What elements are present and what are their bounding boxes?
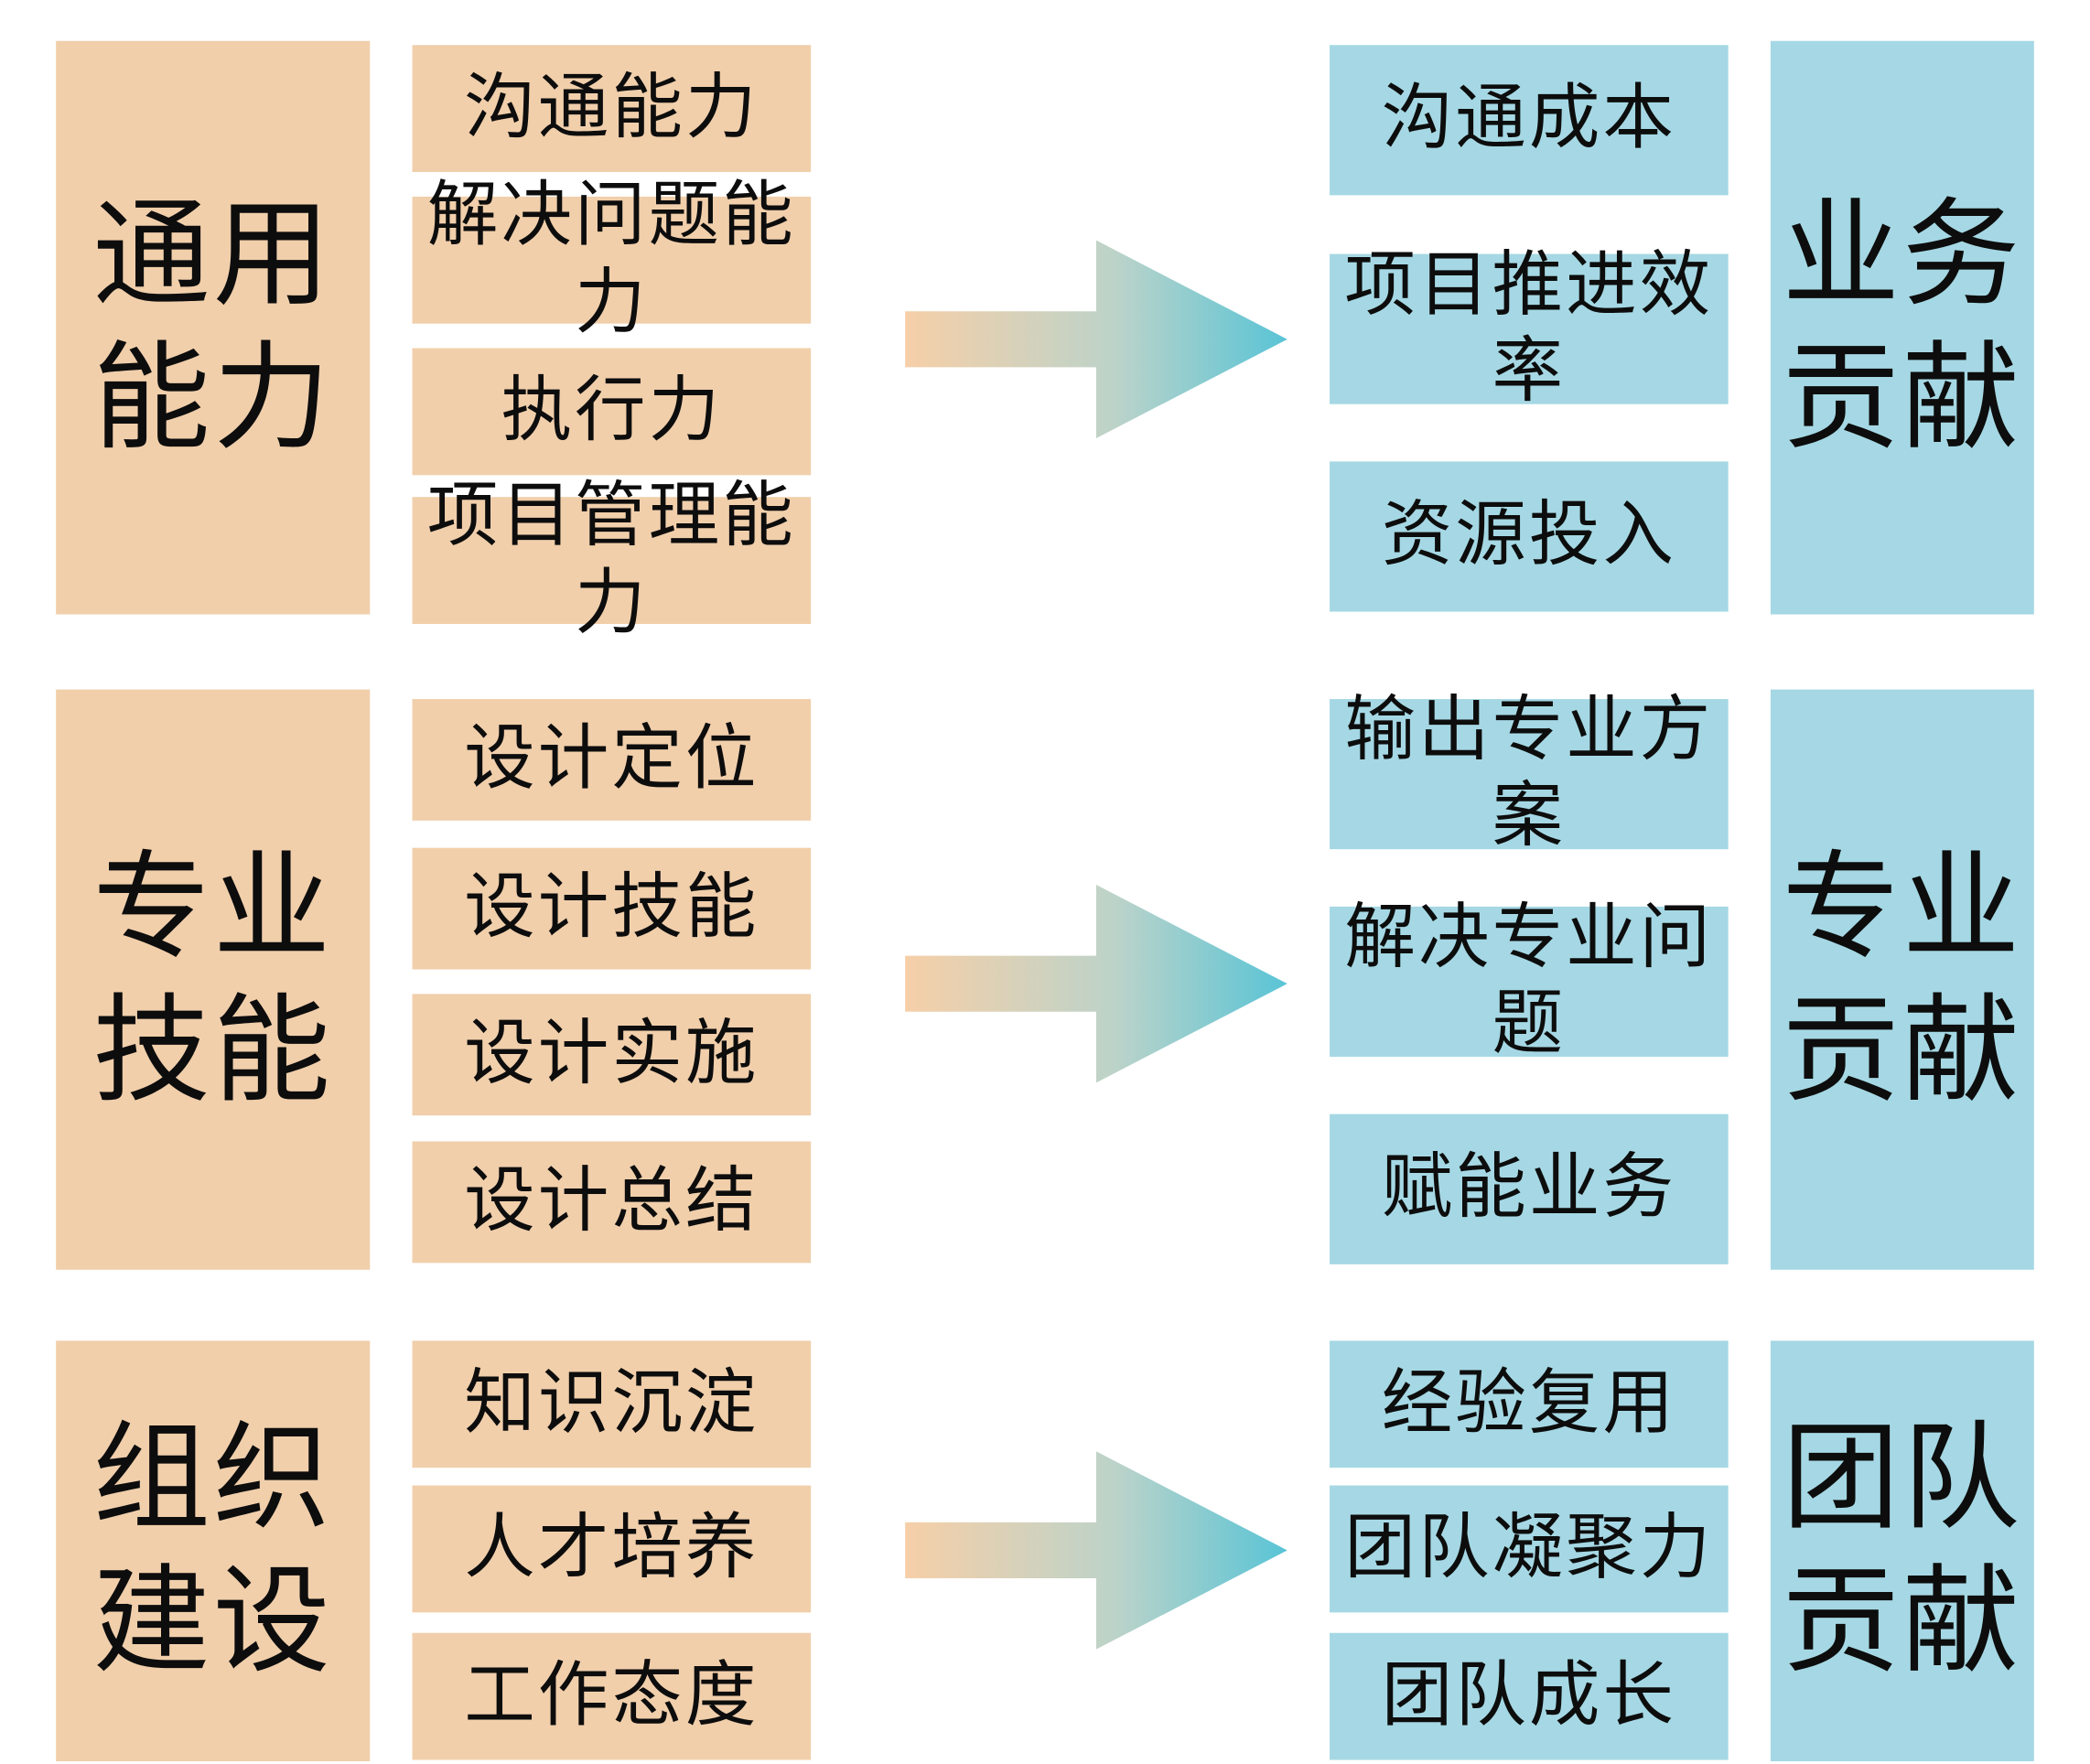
outcome-item-row3-0: 经验复用 — [1330, 1340, 1729, 1468]
capability-item-row3-0: 知识沉淀 — [412, 1340, 812, 1468]
capability-item-row2-2: 设计实施 — [412, 994, 812, 1116]
arrow-right-icon-row3 — [905, 1451, 1287, 1650]
category-block-row3: 组织 建设 — [56, 1340, 371, 1762]
outcome-item-row1-2: 资源投入 — [1330, 461, 1729, 612]
contribution-block-row3: 团队 贡献 — [1770, 1340, 2034, 1762]
category-block-row1: 通用 能力 — [56, 40, 371, 615]
capability-item-row2-1: 设计技能 — [412, 847, 812, 970]
capability-item-row2-0: 设计定位 — [412, 699, 812, 821]
arrow-right-icon-row2 — [905, 884, 1287, 1083]
outcome-item-row3-2: 团队成长 — [1330, 1632, 1729, 1760]
arrow-right-icon-row1 — [905, 240, 1287, 439]
contribution-block-row1: 业务 贡献 — [1770, 40, 2034, 615]
outcome-item-row1-0: 沟通成本 — [1330, 45, 1729, 196]
contribution-block-row2: 专业 贡献 — [1770, 689, 2034, 1270]
capability-item-row1-3: 项目管理能力 — [412, 477, 812, 642]
capability-item-row1-1: 解决问题能力 — [412, 177, 812, 342]
outcome-item-row2-0: 输出专业方案 — [1330, 690, 1729, 856]
capability-item-row1-2: 执行力 — [412, 348, 812, 476]
category-block-row2: 专业 技能 — [56, 689, 371, 1270]
outcome-item-row2-2: 赋能业务 — [1330, 1113, 1729, 1264]
outcome-item-row1-1: 项目推进效率 — [1330, 245, 1729, 411]
outcome-item-row2-1: 解决专业问题 — [1330, 898, 1729, 1063]
outcome-item-row3-1: 团队凝聚力 — [1330, 1485, 1729, 1613]
capability-item-row1-0: 沟通能力 — [412, 45, 812, 173]
capability-item-row2-3: 设计总结 — [412, 1141, 812, 1264]
capability-item-row3-1: 人才培养 — [412, 1485, 812, 1613]
capability-item-row3-2: 工作态度 — [412, 1632, 812, 1760]
